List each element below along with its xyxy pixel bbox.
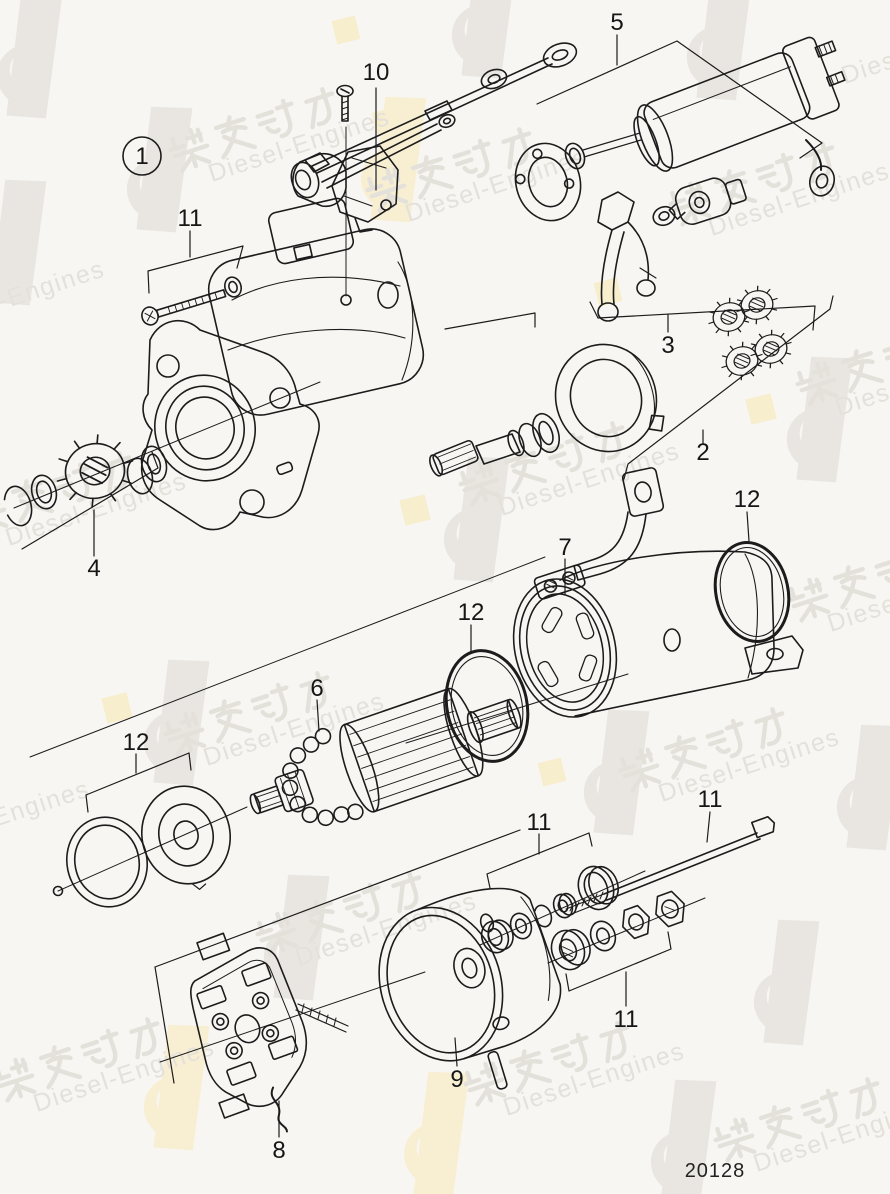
callout-2: 2 <box>696 439 709 466</box>
svg-text:Diesel-Engines: Diesel-Engines <box>200 687 389 772</box>
o-ring-right <box>713 541 791 643</box>
pilot-solenoid <box>290 152 347 208</box>
bearing-kit-lower <box>550 890 685 971</box>
callout-12c: 12 <box>123 729 150 756</box>
callout-8: 8 <box>272 1137 285 1164</box>
engagement-fork <box>597 191 657 322</box>
callout-7: 7 <box>558 534 571 561</box>
bearing-kit-upper <box>480 865 619 954</box>
callout-10: 10 <box>363 59 390 86</box>
callout-labels: 1 10 5 11 3 2 12 7 12 6 12 4 11 11 11 9 … <box>87 9 760 1182</box>
callout-4: 4 <box>87 555 100 582</box>
callout-1: 1 <box>122 136 162 176</box>
solenoid <box>564 36 846 197</box>
svg-text:Diesel-Engines: Diesel-Engines <box>402 143 591 228</box>
svg-text:Diesel-Engines: Diesel-Engines <box>500 1037 689 1122</box>
callout-12a: 12 <box>734 486 761 513</box>
end-housing <box>378 887 562 1090</box>
armature <box>249 687 522 827</box>
watermark-logos-yellow <box>127 88 494 1194</box>
through-bolt <box>565 815 776 916</box>
diagram-linework <box>3 34 846 1138</box>
pivot-nut <box>652 205 676 227</box>
callout-11a: 11 <box>178 205 203 232</box>
planet-gears <box>702 281 798 385</box>
mounting-bolts <box>141 276 242 326</box>
mounting-flange <box>140 319 320 531</box>
callout-11b: 11 <box>527 809 552 836</box>
callout-3: 3 <box>661 332 674 359</box>
wiring-harness <box>304 42 578 189</box>
svg-text:Diesel-Engines: Diesel-Engines <box>0 775 93 860</box>
callout-6: 6 <box>310 675 323 702</box>
svg-text:Diesel-Engines: Diesel-Engines <box>838 5 890 90</box>
callout-11d: 11 <box>614 1006 639 1033</box>
clamp-bracket <box>331 145 399 233</box>
brake-discs <box>52 785 232 908</box>
drive-housing <box>207 197 425 416</box>
leader-lines <box>21 34 834 1138</box>
svg-text:Diesel-Engines: Diesel-Engines <box>750 1093 890 1178</box>
svg-text:Diesel-Engines: Diesel-Engines <box>655 723 844 808</box>
gasket <box>514 142 582 222</box>
pinion-gear-set <box>3 427 168 527</box>
field-frame <box>512 467 804 718</box>
solenoid-plunger <box>668 177 747 226</box>
callout-5: 5 <box>610 9 623 36</box>
callout-12b: 12 <box>458 599 485 626</box>
callout-9: 9 <box>450 1066 463 1093</box>
callout-1-label: 1 <box>135 143 148 170</box>
screw <box>336 84 354 122</box>
brush-holder <box>190 932 349 1133</box>
carrier-shaft <box>429 343 665 477</box>
o-ring-mid <box>444 649 530 763</box>
drawing-number: 20128 <box>685 1160 746 1182</box>
callout-11c: 11 <box>698 786 723 813</box>
